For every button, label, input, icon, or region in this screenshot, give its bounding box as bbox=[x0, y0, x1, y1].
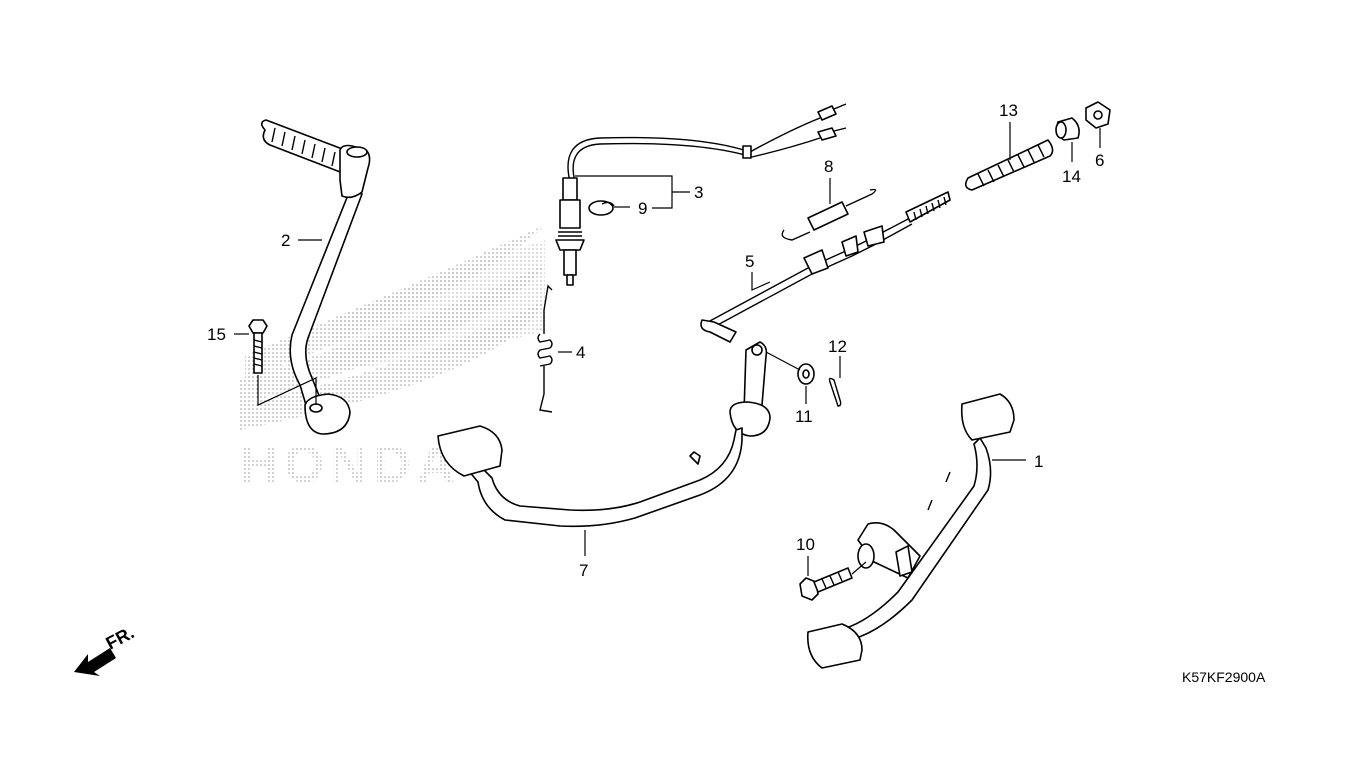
brake-pedal-7[interactable] bbox=[437, 341, 771, 528]
nut-6[interactable] bbox=[1085, 101, 1111, 129]
callout-3-bracket bbox=[575, 175, 690, 209]
bolt-15-leader bbox=[257, 375, 317, 406]
front-direction-arrow: FR. bbox=[74, 622, 137, 676]
callout-13: 13 bbox=[999, 101, 1018, 120]
spring-13[interactable] bbox=[964, 139, 1054, 191]
callout-8: 8 bbox=[824, 157, 833, 176]
brake-rod-5-leader bbox=[751, 272, 771, 291]
stop-switch-cable[interactable] bbox=[555, 103, 847, 286]
callout-11: 11 bbox=[795, 407, 813, 426]
callout-5: 5 bbox=[745, 252, 754, 271]
callout-3: 3 bbox=[694, 183, 703, 202]
spring-4[interactable] bbox=[537, 284, 553, 413]
front-label: FR. bbox=[102, 622, 137, 653]
bolt-10[interactable] bbox=[799, 567, 853, 601]
callout-14: 14 bbox=[1062, 167, 1081, 186]
callout-4: 4 bbox=[576, 343, 585, 362]
callout-7: 7 bbox=[579, 561, 588, 580]
bolt-15[interactable] bbox=[248, 319, 268, 374]
callout-1: 1 bbox=[1034, 452, 1043, 471]
callout-6: 6 bbox=[1095, 151, 1104, 170]
callout-15: 15 bbox=[207, 325, 226, 344]
callout-2: 2 bbox=[281, 231, 290, 250]
drawing-code: K57KF2900A bbox=[1182, 669, 1266, 685]
callout-9: 9 bbox=[638, 199, 647, 218]
brake-rod-5[interactable] bbox=[700, 191, 951, 343]
joint-14[interactable] bbox=[1055, 117, 1080, 141]
spring-8[interactable] bbox=[781, 188, 877, 241]
bolt-10-align bbox=[851, 561, 867, 575]
honda-watermark-text: HONDA bbox=[240, 436, 461, 494]
step-bar-1[interactable] bbox=[806, 393, 1015, 669]
callout-12: 12 bbox=[828, 337, 847, 356]
washer-11-align bbox=[765, 351, 801, 371]
clip-9[interactable] bbox=[588, 200, 615, 216]
callout-10: 10 bbox=[796, 535, 815, 554]
cotter-pin-12[interactable] bbox=[828, 377, 842, 407]
washer-11[interactable] bbox=[797, 363, 815, 385]
